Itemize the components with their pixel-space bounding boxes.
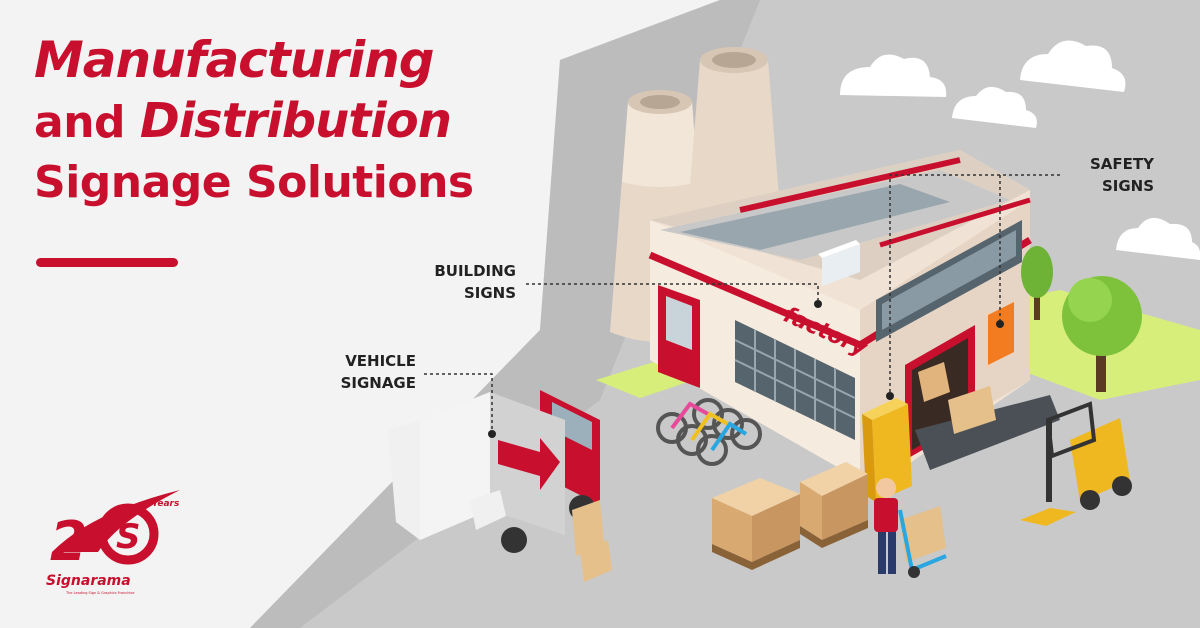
headline-line-3: Signage Solutions xyxy=(34,157,474,208)
building-signs-leader xyxy=(526,283,819,300)
page-headline: Manufacturing and Distribution Signage S… xyxy=(34,30,474,212)
safety-signs-marker-2 xyxy=(996,320,1004,328)
conveyor-belt xyxy=(915,395,1060,470)
cloud xyxy=(840,54,947,97)
callout-building-signs: BUILDING SIGNS xyxy=(412,260,516,304)
logo-s-mark: S xyxy=(116,517,141,557)
headline-line-2-emphasis: Distribution xyxy=(139,93,452,149)
headline-line-2: and Distribution xyxy=(34,90,474,154)
delivery-truck xyxy=(388,390,600,553)
pallet-stack xyxy=(712,478,800,570)
callout-vehicle-line-2: SIGNAGE xyxy=(340,374,416,392)
clouds xyxy=(840,40,1200,260)
callout-leaders xyxy=(424,174,1060,432)
conveyor-box xyxy=(948,386,996,434)
headline-line-2-plain: and xyxy=(34,97,140,148)
signarama-logo: 2 S Years Signarama The Leading Sign & G… xyxy=(46,490,180,595)
pallet-stack xyxy=(800,462,868,548)
callout-building-line-2: SIGNS xyxy=(463,284,516,302)
callout-vehicle-line-1: VEHICLE xyxy=(345,352,416,370)
callout-safety-signs: SAFETY SIGNS xyxy=(1064,153,1154,197)
tree xyxy=(1021,246,1053,320)
conveyor-box xyxy=(918,362,950,402)
vehicle-signage-leader xyxy=(424,373,493,432)
cloud xyxy=(952,86,1037,128)
forklift xyxy=(1020,401,1132,526)
cloud xyxy=(1020,40,1126,92)
safety-signs-leader xyxy=(889,174,1060,394)
tree xyxy=(1062,276,1142,392)
cloud xyxy=(1116,218,1200,260)
bicycles xyxy=(656,398,762,466)
logo-swoosh xyxy=(52,490,180,552)
logo-brand: Signarama xyxy=(46,573,131,589)
callout-safety-line-1: SAFETY xyxy=(1090,155,1154,173)
headline-underline xyxy=(36,258,178,267)
headline-line-1: Manufacturing xyxy=(34,31,434,89)
callout-vehicle-signage: VEHICLE SIGNAGE xyxy=(312,350,416,394)
boxes xyxy=(572,500,612,582)
safety-signs-marker xyxy=(886,392,894,400)
callout-safety-line-2: SIGNS xyxy=(1101,177,1154,195)
logo-years: Years xyxy=(152,499,180,509)
logo-number-2: 2 xyxy=(50,510,88,573)
callout-building-line-1: BUILDING xyxy=(434,262,516,280)
vehicle-signage-marker xyxy=(488,430,496,438)
worker xyxy=(874,478,947,578)
logo-tagline: The Leading Sign & Graphics Franchise xyxy=(65,591,134,595)
building-signs-marker xyxy=(814,300,822,308)
